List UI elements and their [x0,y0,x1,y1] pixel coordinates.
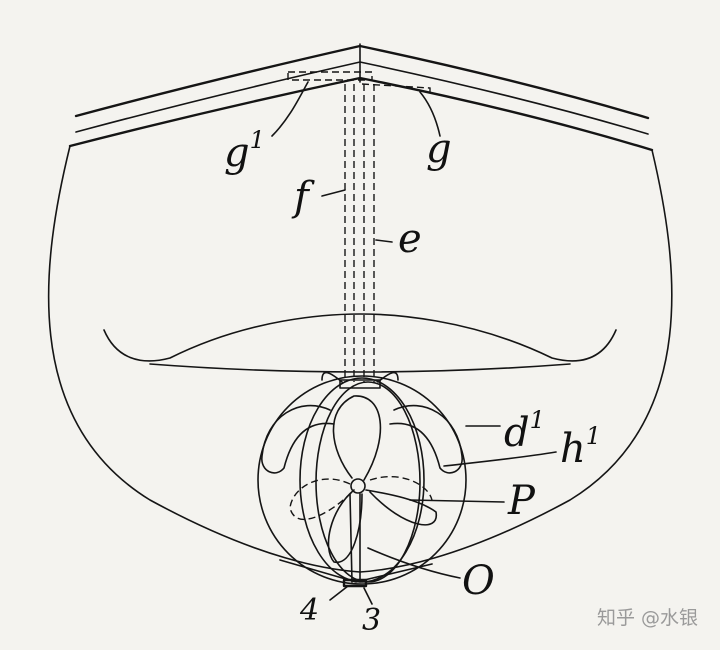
strut-left [349,493,353,583]
hanger-hook-right [377,371,399,383]
propeller-blade-hidden-left [289,478,353,520]
label-4: 4 [299,593,319,628]
skeg-foot [342,578,368,588]
propeller-blade-lower-left [327,489,363,563]
waterline [149,363,571,373]
label-h1: h1 [560,422,601,472]
deck-rail-lower [68,76,654,152]
leader-P [409,499,505,503]
hanger-hook-left [321,371,343,383]
skeg-brace [279,559,433,583]
label-O: O [462,558,495,604]
transom-curve [103,313,617,362]
label-e: e [398,216,422,262]
leader-g [419,91,441,137]
loop-left [261,404,335,474]
leader-O [367,547,461,579]
leader-3 [363,587,373,605]
housing-ring-inner-2 [315,381,421,583]
label-g: g [426,126,452,172]
propeller-blade-hidden-right [369,475,433,501]
propeller-blade-top [332,395,382,481]
tiller-g [361,83,431,96]
leader-e [375,239,393,243]
leader-4 [329,585,349,601]
label-f: f [291,174,315,220]
label-P: P [507,478,536,524]
propeller-blade-lower-right [365,489,437,526]
watermark: 知乎 @水银 [596,607,698,629]
leader-f [321,189,346,197]
leader-h1 [443,451,557,467]
loop-right [389,404,463,474]
label-g1: g1 [224,126,265,176]
tiller-g1 [287,71,373,81]
deck-rail-upper [74,44,650,120]
label-3: 3 [362,603,381,638]
label-d1: d1 [504,406,545,456]
propeller-hub [350,478,366,494]
housing-ring-outer [257,375,467,585]
leader-g1 [271,81,309,137]
